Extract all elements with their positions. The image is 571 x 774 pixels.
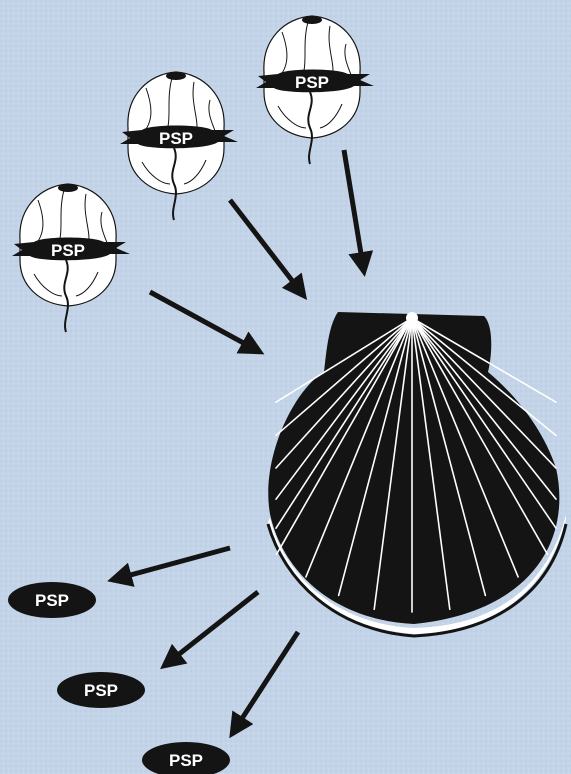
toxin-label: PSP <box>84 681 118 700</box>
shell-highlight <box>406 312 418 324</box>
toxin-label: PSP <box>169 751 203 770</box>
cell-label: PSP <box>159 129 193 148</box>
psp-toxin-ellipse: PSP <box>8 582 96 618</box>
psp-toxin-ellipse: PSP <box>57 672 145 708</box>
cell-label: PSP <box>51 241 85 260</box>
toxin-label: PSP <box>35 591 69 610</box>
cell-label: PSP <box>295 73 329 92</box>
